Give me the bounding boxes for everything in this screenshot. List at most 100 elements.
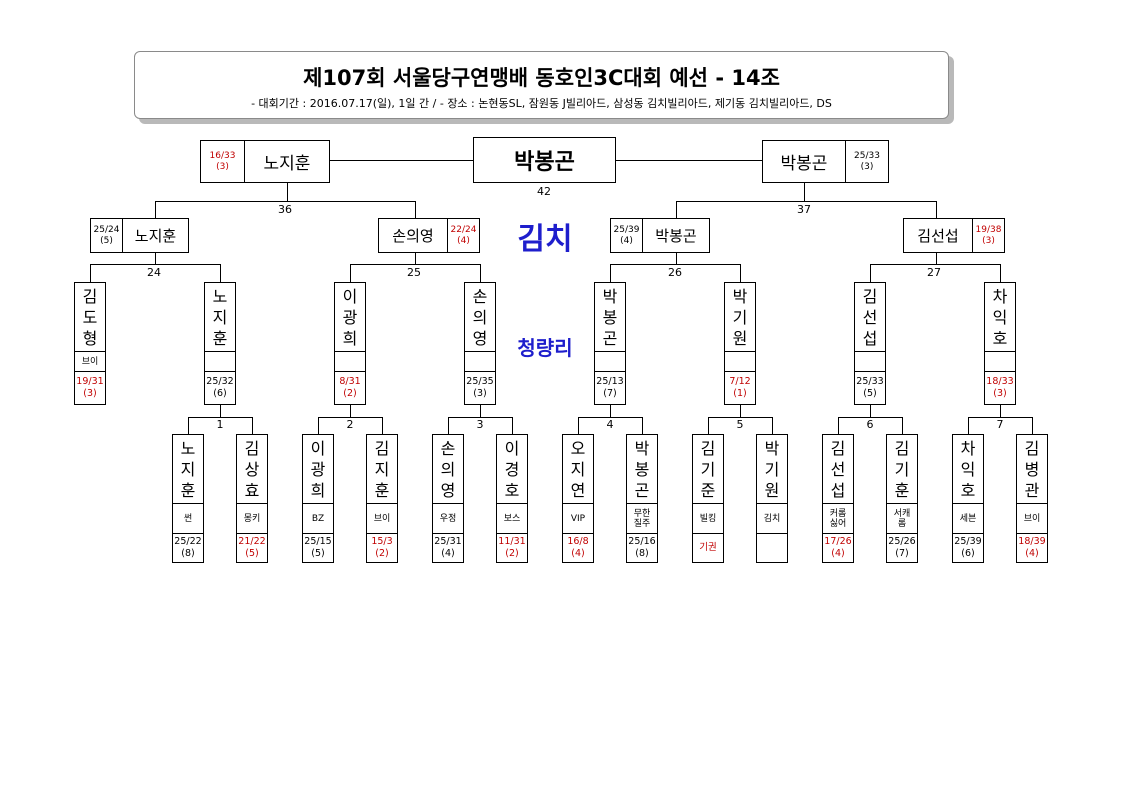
line-r1-a [708, 417, 709, 434]
quarter-score-3: 25/39 (4) [610, 218, 643, 253]
line-quarter-h [90, 264, 221, 265]
round1-player-3-club: BZ [302, 503, 334, 534]
round2-player-5-score: 25/13(7) [594, 371, 626, 405]
inning-value: (4) [457, 235, 470, 246]
name-char: 박 [602, 286, 618, 306]
inning-value: (4) [831, 548, 845, 559]
name-char: 광 [342, 307, 358, 327]
final-left-score: 16/33 (3) [200, 140, 245, 183]
line-quarter-down [415, 253, 416, 264]
name-char: 희 [342, 328, 358, 348]
inning-value: (6) [213, 388, 227, 399]
round1-player-7-club: VIP [562, 503, 594, 534]
quarter-player-3: 박봉곤 [642, 218, 710, 253]
club-text: 몽키 [243, 513, 261, 524]
inning-value: (3) [83, 388, 97, 399]
name-char: 영 [440, 480, 456, 500]
line-r1-b [772, 417, 773, 434]
quarter-player-2: 손의영 [378, 218, 448, 253]
score-value: 25/31 [434, 536, 462, 547]
club-text: VIP [570, 513, 586, 524]
line-r1-h [188, 417, 253, 418]
venue-secondary: 청량리 [517, 336, 573, 360]
round1-match-number: 6 [866, 418, 874, 431]
final-connector-right [616, 160, 762, 161]
name-char: 익 [992, 307, 1008, 327]
name-char: 김 [700, 438, 716, 458]
club-text: 질주 [633, 518, 651, 529]
final-match-number: 42 [537, 185, 551, 198]
line-r1-h [318, 417, 383, 418]
line-quarter-b [740, 264, 741, 282]
score-value: 25/26 [888, 536, 916, 547]
inning-value: (1) [733, 388, 747, 399]
name-char: 노 [212, 286, 228, 306]
line-r1-b [642, 417, 643, 434]
club-text: 커롬 [829, 508, 847, 519]
name-char: 오 [570, 438, 586, 458]
inning-value: (8) [181, 548, 195, 559]
page-title: 제107회 서울당구연맹배 동호인3C대회 예선 - 14조 [303, 66, 780, 90]
inning-value: (3) [982, 235, 995, 246]
round1-player-13-score: 25/39(6) [952, 533, 984, 563]
inning-value: (3) [993, 388, 1007, 399]
round2-player-5-club [594, 351, 626, 372]
name-char: 원 [732, 328, 748, 348]
round2-player-1-club: 브이 [74, 351, 106, 372]
round2-player-7-club [854, 351, 886, 372]
line-quarter-a [610, 264, 611, 282]
name-char: 효 [244, 480, 260, 500]
inning-value: (3) [473, 388, 487, 399]
round2-player-6-score: 7/12(1) [724, 371, 756, 405]
club-text: 보스 [503, 513, 521, 524]
name-char: 기 [764, 459, 780, 479]
name-char: 지 [180, 459, 196, 479]
round1-player-6-club: 보스 [496, 503, 528, 534]
round1-player-12-score: 25/26(7) [886, 533, 918, 563]
line-semi-right-h [676, 201, 937, 202]
round2-player-7-score: 25/33(5) [854, 371, 886, 405]
line-r1-h [838, 417, 903, 418]
name-char: 차 [960, 438, 976, 458]
name-char: 박 [732, 286, 748, 306]
score-value: 기권 [699, 542, 717, 553]
line-r2-down [870, 405, 871, 417]
name-char: 김 [1024, 438, 1040, 458]
line-r1-a [968, 417, 969, 434]
name-char: 희 [310, 480, 326, 500]
round1-player-3-score: 25/15(5) [302, 533, 334, 563]
round1-player-4-club: 브이 [366, 503, 398, 534]
line-r1-h [578, 417, 643, 418]
inning-value: (2) [505, 548, 519, 559]
round2-player-4-club [464, 351, 496, 372]
inning-value: (2) [343, 388, 357, 399]
round1-player-2-score: 21/22(5) [236, 533, 268, 563]
score-value: 8/31 [339, 376, 361, 387]
name-char: 의 [440, 459, 456, 479]
name-char: 호 [960, 480, 976, 500]
round1-player-5-score: 25/31(4) [432, 533, 464, 563]
inning-value: (8) [635, 548, 649, 559]
round1-player-11-score: 17/26(4) [822, 533, 854, 563]
score-value: 25/33 [854, 150, 880, 161]
score-value: 19/31 [76, 376, 104, 387]
line-quarter-b [220, 264, 221, 282]
quarter-score-4: 19/38 (3) [972, 218, 1005, 253]
semi-match-number-36: 36 [278, 203, 292, 216]
champion-box: 박봉곤 [473, 137, 616, 183]
name-char: 이 [310, 438, 326, 458]
name-char: 노 [180, 438, 196, 458]
round2-player-8-club [984, 351, 1016, 372]
round2-player-3-club [334, 351, 366, 372]
